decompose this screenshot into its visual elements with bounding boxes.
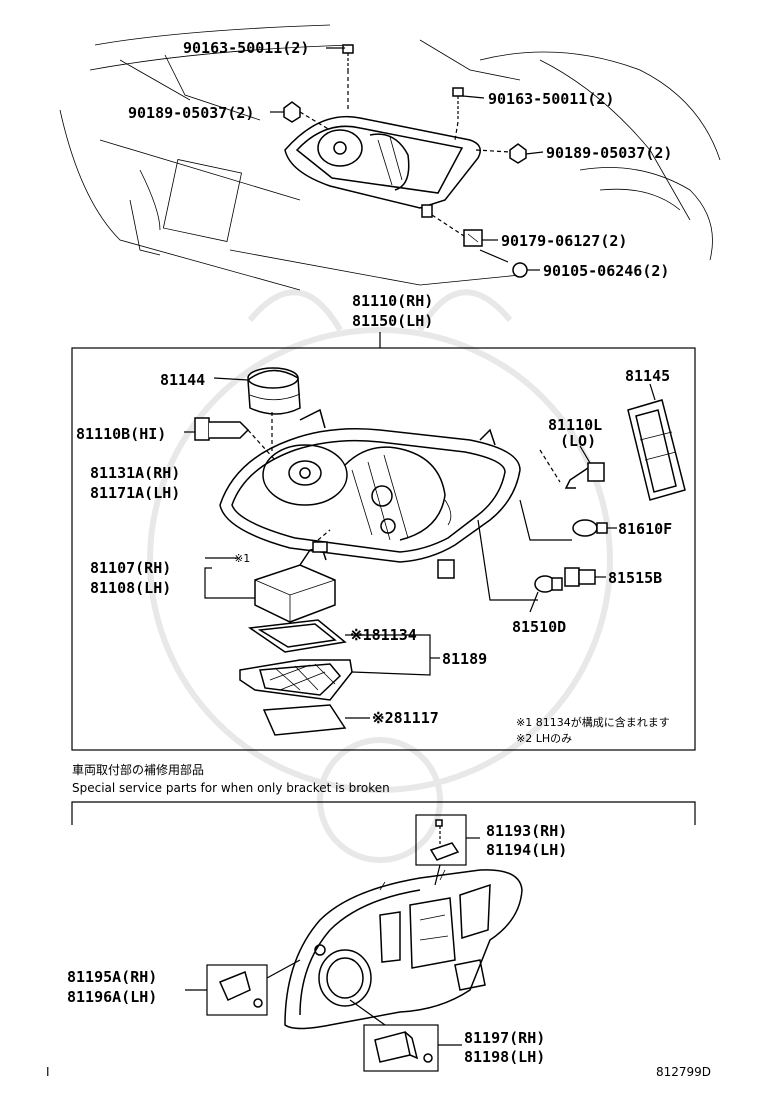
section-title-en: Special service parts for when only brac… (72, 781, 390, 795)
clip-icon (463, 229, 483, 247)
label-plate: ※281117 (372, 709, 439, 727)
socket-icon (564, 567, 596, 587)
bracket-bottom-icon (374, 1031, 433, 1063)
label-note1-mark: ※1 (234, 552, 250, 565)
label-bulb-lo-tag: (LO) (560, 432, 596, 450)
label-assy-rh: 81110(RH) (352, 292, 433, 310)
label-bulb-f: 81610F (618, 520, 672, 538)
label-bracket-bottom-rh: 81197(RH) (464, 1029, 545, 1047)
gasket-icon (247, 619, 347, 653)
label-bolt-top-left: 90163-50011(2) (183, 39, 309, 57)
assembly-frame (71, 347, 696, 751)
nut-icon (509, 143, 527, 164)
label-bolt-top-right: 90163-50011(2) (488, 90, 614, 108)
side-bracket-icon (627, 399, 686, 501)
label-housing-lh: 81171A(LH) (90, 484, 180, 502)
cap-icon (247, 367, 301, 415)
bracket-left-icon (218, 970, 263, 1008)
cover-icon (239, 659, 353, 701)
label-ballast-rh: 81107(RH) (90, 559, 171, 577)
headlamp-unit (219, 408, 521, 579)
note-line-2: ※2 LHのみ (516, 732, 572, 745)
label-clip: 90179-06127(2) (501, 232, 627, 250)
watermark-seal (147, 289, 613, 863)
label-bulb-hi: 81110B(HI) (76, 425, 166, 443)
vehicle-body-drawing (59, 24, 721, 291)
section-title-jp: 車両取付部の補修用部品 (72, 762, 204, 777)
label-bulb-lo-num: 81110L (548, 416, 602, 434)
label-bulb-d: 81510D (512, 618, 566, 636)
bulb-lo-icon (564, 462, 605, 489)
note-line-1: ※1 81134が構成に含まれます (516, 715, 670, 729)
ballast-icon (254, 541, 336, 623)
label-socket-b: 81515B (608, 569, 662, 587)
label-cap: 81144 (160, 371, 205, 389)
bracket-top-frame (415, 814, 467, 866)
bracket-top-icon (429, 819, 460, 861)
screw-icon (479, 249, 528, 278)
footer-mark: I (46, 1065, 50, 1079)
diagram-id: 812799D (656, 1065, 711, 1079)
label-assy-lh: 81150(LH) (352, 312, 433, 330)
bolt-icon (452, 87, 464, 120)
label-cover: 81189 (442, 650, 487, 668)
label-bracket-left-rh: 81195A(RH) (67, 968, 157, 986)
label-gasket: ※181134 (350, 626, 417, 644)
bracket-bottom-frame (363, 1024, 439, 1072)
bulb-f-icon (572, 519, 608, 537)
bulb-d-icon (534, 575, 563, 593)
label-nut-right: 90189-05037(2) (546, 144, 672, 162)
headlamp-rear-view (284, 869, 523, 1030)
plate-icon (262, 704, 347, 736)
section-bracket-frame (71, 801, 696, 825)
headlamp-mounted (284, 115, 481, 218)
label-side-bracket: 81145 (625, 367, 670, 385)
label-bracket-top-lh: 81194(LH) (486, 841, 567, 859)
label-housing-rh: 81131A(RH) (90, 464, 180, 482)
label-bracket-bottom-lh: 81198(LH) (464, 1048, 545, 1066)
label-bracket-top-rh: 81193(RH) (486, 822, 567, 840)
bolt-icon (342, 44, 354, 70)
bulb-hi-icon (194, 417, 250, 441)
label-nut-left: 90189-05037(2) (128, 104, 254, 122)
label-ballast-lh: 81108(LH) (90, 579, 171, 597)
label-screw: 90105-06246(2) (543, 262, 669, 280)
nut-icon (283, 101, 301, 123)
label-bracket-left-lh: 81196A(LH) (67, 988, 157, 1006)
